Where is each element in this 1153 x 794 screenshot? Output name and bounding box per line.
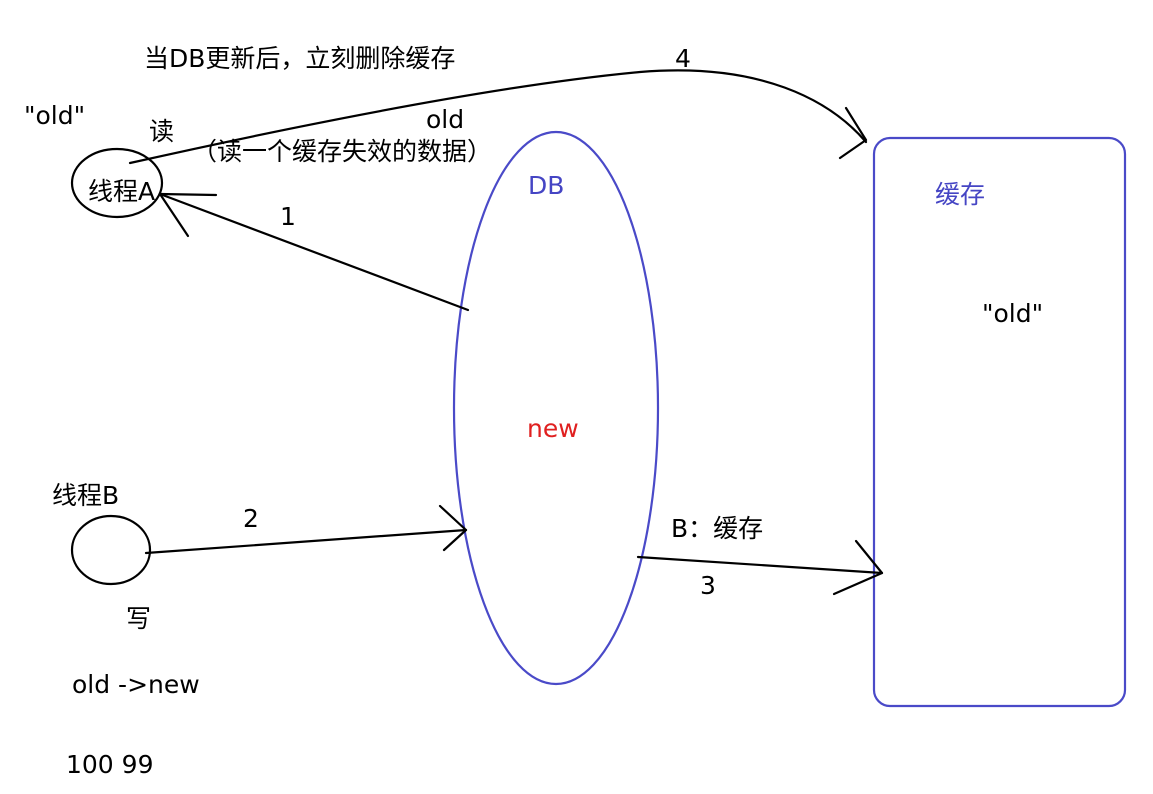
write-label: 写 (126, 604, 151, 633)
step-2-label: 2 (243, 504, 259, 533)
arrow-4-line (128, 69, 868, 165)
arrow-1-head (158, 192, 218, 238)
numbers-note: 100 99 (66, 750, 153, 779)
read-label: 读 (149, 117, 174, 146)
db-node (452, 130, 660, 686)
arrow-1-line (158, 192, 470, 312)
read-invalid-note: （读一个缓存失效的数据） (192, 137, 492, 166)
b-cache-label: B：缓存 (671, 514, 763, 543)
arrow-4-head (838, 106, 868, 160)
top-note: 当DB更新后，立刻删除缓存 (144, 44, 455, 73)
thread-a-label: 线程A (88, 177, 155, 206)
cache-title: 缓存 (935, 180, 985, 209)
thread-b-node (70, 514, 152, 586)
db-value: new (527, 414, 579, 443)
old-to-new-note: old ->new (72, 670, 200, 699)
arrow-2-head (438, 504, 468, 552)
old-quote-cache: "old" (982, 299, 1043, 328)
step-4-label: 4 (675, 44, 691, 73)
arrow-3-line (636, 555, 884, 575)
db-label: DB (528, 171, 564, 200)
cache-box (872, 136, 1127, 708)
old-word: old (426, 105, 464, 134)
thread-a-node (70, 147, 164, 219)
step-3-label: 3 (700, 571, 716, 600)
thread-b-label: 线程B (52, 481, 119, 510)
arrow-2-line (144, 528, 468, 555)
old-quote-left: "old" (24, 101, 85, 130)
step-1-label: 1 (280, 202, 296, 231)
arrow-3-head (832, 539, 884, 596)
